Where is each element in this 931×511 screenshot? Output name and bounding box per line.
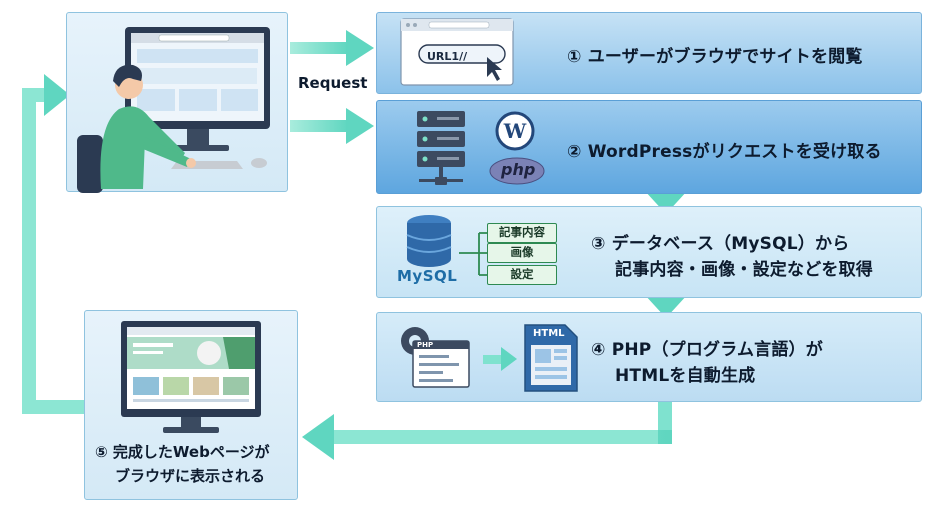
step1-label: ① ユーザーがブラウザでサイトを閲覧 [567, 47, 863, 67]
return-arrow [302, 398, 672, 460]
php-code-window-illustration [401, 327, 470, 388]
step5-label-line2: ブラウザに表示される [115, 467, 266, 485]
php-window-tag: PHP [417, 341, 434, 349]
database-icon [406, 215, 452, 267]
request-arrow-top [290, 30, 374, 66]
server-icon [417, 111, 465, 185]
step3-panel: MySQL 記事内容 画像 設定 ③ データベース（MySQL）から 記事内容・… [376, 206, 922, 298]
step1-panel: URL1// ① ユーザーがブラウザでサイトを閲覧 [376, 12, 922, 94]
html-document-icon [524, 324, 578, 392]
step4-label-line1: ④ PHP（プログラム言語）が [591, 340, 823, 360]
user-at-computer-illustration [77, 27, 270, 193]
url-input-text: URL1// [427, 50, 468, 63]
step2-label: ② WordPressがリクエストを受け取る [567, 142, 882, 162]
wordpress-logo-icon: W [495, 111, 535, 151]
connector-lines [459, 232, 491, 276]
tag-image: 画像 [487, 243, 557, 263]
php-logo-text: php [501, 160, 536, 179]
tag-settings: 設定 [487, 265, 557, 285]
request-arrow-bottom [290, 108, 374, 144]
step2-panel: W php ② WordPressがリクエストを受け取る [376, 100, 922, 194]
step4-label-line2: HTMLを自動生成 [615, 366, 756, 386]
step5-panel: ⑤ 完成したWebページが ブラウザに表示される [84, 310, 298, 500]
request-label: Request [298, 74, 368, 92]
step3-label-line1: ③ データベース（MySQL）から [591, 234, 850, 254]
right-arrow-icon [483, 347, 517, 371]
monitor-with-website-illustration [121, 321, 261, 433]
step3-label-line2: 記事内容・画像・設定などを取得 [615, 260, 873, 280]
php-logo-icon [489, 157, 545, 185]
step4-panel: PHP HTML ④ PHP（プログラム言語）が HTMLを自動生成 [376, 312, 922, 402]
user-panel [66, 12, 288, 193]
html-document-tag: HTML [533, 328, 565, 339]
mysql-logo-text: MySQL [397, 267, 458, 285]
loop-arrow [22, 74, 84, 414]
svg-text:W: W [503, 119, 527, 143]
step5-label-line1: ⑤ 完成したWebページが [95, 443, 270, 461]
tag-article-content: 記事内容 [487, 223, 557, 243]
browser-illustration [400, 18, 514, 86]
